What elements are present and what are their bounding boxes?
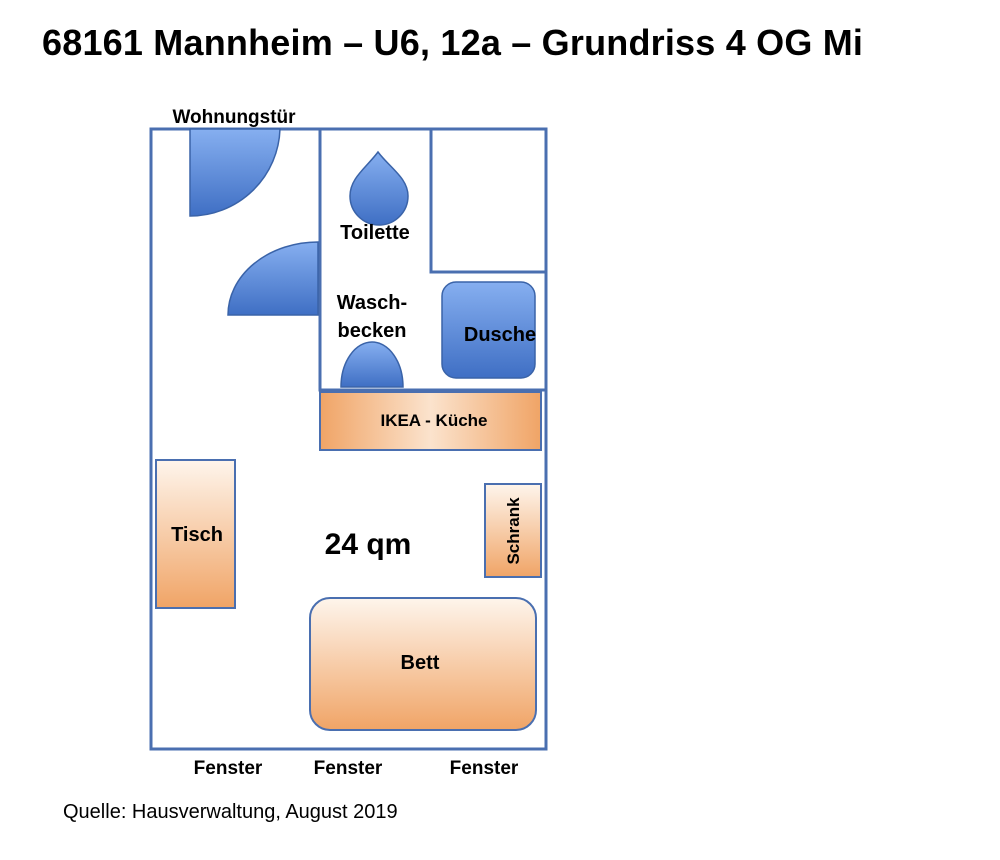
shower-label: Dusche (464, 324, 536, 346)
shower (441, 281, 536, 379)
wardrobe (484, 483, 542, 578)
sink-label-line1: Wasch- (337, 292, 407, 314)
kitchen (319, 391, 542, 451)
window-label-3: Fenster (450, 758, 519, 779)
bed-label: Bett (401, 652, 440, 674)
table-label: Tisch (171, 524, 223, 546)
window-label-1: Fenster (194, 758, 263, 779)
outer-wall (149, 127, 548, 751)
bed (309, 597, 537, 731)
toilet-icon (349, 150, 409, 226)
table (155, 459, 236, 609)
window-label-2: Fenster (314, 758, 383, 779)
entrance-door-label: Wohnungstür (172, 107, 296, 128)
entrance-door-swing (189, 128, 281, 217)
source-note: Quelle: Hausverwaltung, August 2019 (63, 801, 398, 823)
kitchen-label: IKEA - Küche (380, 411, 487, 430)
wardrobe-label: Schrank (504, 497, 523, 565)
bathroom-wall (318, 129, 546, 392)
toilet-label: Toilette (340, 222, 410, 244)
area-label: 24 qm (325, 528, 412, 561)
sink-label-line2: becken (338, 320, 407, 342)
bathroom-door-swing (227, 241, 319, 316)
sink-icon (340, 341, 404, 388)
page-title: 68161 Mannheim – U6, 12a – Grundriss 4 O… (42, 22, 864, 63)
